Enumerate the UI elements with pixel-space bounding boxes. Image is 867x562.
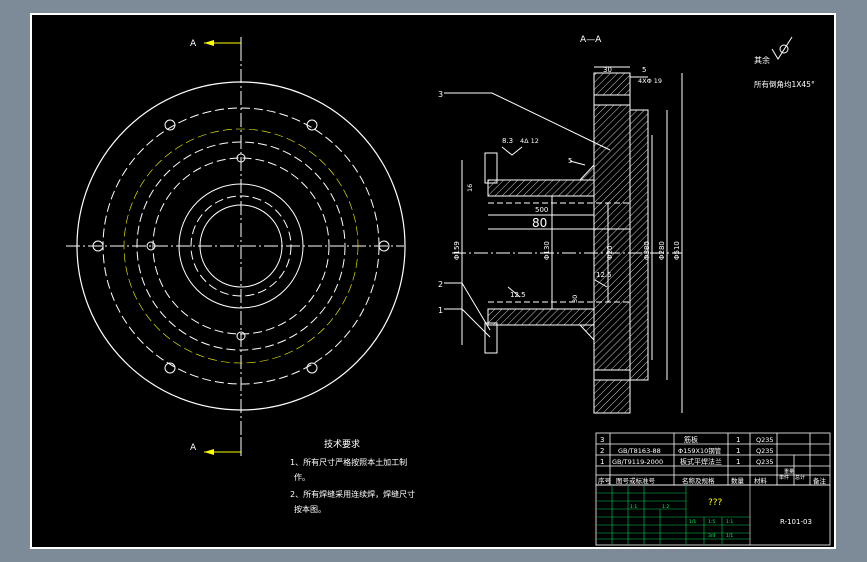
- section-dimensions: 30 5 4XΦ 19 8.3 4Δ 12 5 16 500 80 Φ159 Φ…: [438, 66, 681, 315]
- section-arrow-bottom: A: [190, 437, 242, 456]
- leader-3: 3: [438, 90, 443, 99]
- section-view: [444, 66, 683, 414]
- svg-text:80: 80: [532, 216, 547, 230]
- svg-text:4XΦ 19: 4XΦ 19: [638, 77, 662, 85]
- svg-text:序号: 序号: [598, 476, 612, 485]
- leader-1: 1: [438, 306, 443, 315]
- section-title: A—A: [580, 35, 602, 45]
- svg-text:2: 2: [600, 447, 604, 455]
- svg-text:1: 1: [736, 447, 740, 455]
- svg-text:Φ510: Φ510: [673, 241, 681, 260]
- bom-text: 3 筋板 1 Q235 2 GB/T8163-88 Φ159X10钢管 1 Q2…: [598, 435, 827, 485]
- svg-text:GB/T9119-2000: GB/T9119-2000: [612, 458, 663, 466]
- svg-text:按本图。: 按本图。: [294, 504, 326, 514]
- svg-text:8.3: 8.3: [502, 137, 513, 145]
- svg-text:12.5: 12.5: [510, 291, 526, 299]
- svg-text:500: 500: [535, 206, 548, 214]
- svg-text:1: 1: [736, 436, 740, 444]
- svg-text:16: 16: [466, 184, 474, 192]
- svg-text:Φ20: Φ20: [606, 246, 614, 260]
- svg-text:30: 30: [571, 295, 579, 303]
- svg-text:3: 3: [600, 436, 604, 444]
- svg-text:其余: 其余: [754, 55, 770, 65]
- svg-text:材料: 材料: [754, 476, 768, 485]
- svg-text:Φ159: Φ159: [453, 241, 461, 260]
- svg-text:1/1: 1/1: [726, 533, 733, 539]
- tech-requirements: 技术要求 1、所有尺寸严格按照本土加工制 作。 2、所有焊缝采用连续焊，焊缝尺寸…: [290, 438, 415, 514]
- section-arrow-top: A: [190, 37, 242, 55]
- svg-text:作。: 作。: [294, 472, 310, 482]
- svg-text:备注: 备注: [813, 476, 827, 485]
- drawing-number: R-101-03: [780, 518, 812, 526]
- drawing-frame: A A A—A: [30, 13, 836, 549]
- svg-text:4Δ 12: 4Δ 12: [520, 137, 539, 145]
- svg-text:1:1: 1:1: [726, 519, 733, 525]
- svg-text:单件: 单件: [779, 474, 789, 481]
- front-view: [66, 47, 406, 447]
- svg-text:30: 30: [603, 66, 612, 74]
- svg-text:3/4: 3/4: [708, 533, 715, 539]
- svg-text:GB/T8163-88: GB/T8163-88: [618, 447, 661, 455]
- svg-text:板式平焊法兰: 板式平焊法兰: [680, 457, 722, 466]
- title-block: [595, 484, 831, 546]
- svg-text:Φ130: Φ130: [543, 241, 551, 260]
- svg-text:名称及规格: 名称及规格: [682, 476, 715, 485]
- leader-2: 2: [438, 280, 443, 289]
- title-block-text: ??? R-101-03 1:1 1:2 1/1 1:5 1:1 3/4 1/1: [630, 498, 812, 539]
- svg-text:Φ380: Φ380: [643, 241, 651, 260]
- svg-text:1:5: 1:5: [708, 519, 715, 525]
- svg-text:图号或标准号: 图号或标准号: [616, 476, 656, 485]
- company-name: ???: [708, 498, 723, 508]
- svg-text:Φ159X10钢管: Φ159X10钢管: [678, 446, 722, 455]
- svg-text:1/1: 1/1: [689, 519, 696, 525]
- svg-text:Q235: Q235: [756, 436, 774, 444]
- svg-text:Q235: Q235: [756, 447, 774, 455]
- svg-text:12.5: 12.5: [596, 271, 612, 279]
- svg-text:数量: 数量: [731, 476, 745, 485]
- roughness-note: 其余 所有倒角均1X45°: [754, 36, 815, 89]
- section-label-bottom: A: [190, 443, 197, 453]
- svg-text:筋板: 筋板: [684, 435, 698, 444]
- svg-text:1:1: 1:1: [630, 504, 637, 510]
- svg-text:1、所有尺寸严格按照本土加工制: 1、所有尺寸严格按照本土加工制: [290, 457, 407, 467]
- svg-text:1:2: 1:2: [662, 504, 669, 510]
- svg-text:2、所有焊缝采用连续焊，焊缝尺寸: 2、所有焊缝采用连续焊，焊缝尺寸: [290, 489, 415, 499]
- svg-text:总计: 总计: [795, 474, 805, 481]
- svg-text:所有倒角均1X45°: 所有倒角均1X45°: [754, 79, 815, 89]
- section-label-top: A: [190, 39, 197, 49]
- svg-text:Φ280: Φ280: [658, 241, 666, 260]
- svg-text:Q235: Q235: [756, 458, 774, 466]
- svg-text:5: 5: [568, 157, 572, 165]
- tech-title: 技术要求: [324, 438, 360, 450]
- svg-text:1: 1: [736, 458, 740, 466]
- svg-text:1: 1: [600, 458, 604, 466]
- svg-text:重量: 重量: [784, 468, 794, 475]
- svg-text:5: 5: [642, 66, 646, 74]
- cad-drawing: A A A—A: [66, 35, 831, 546]
